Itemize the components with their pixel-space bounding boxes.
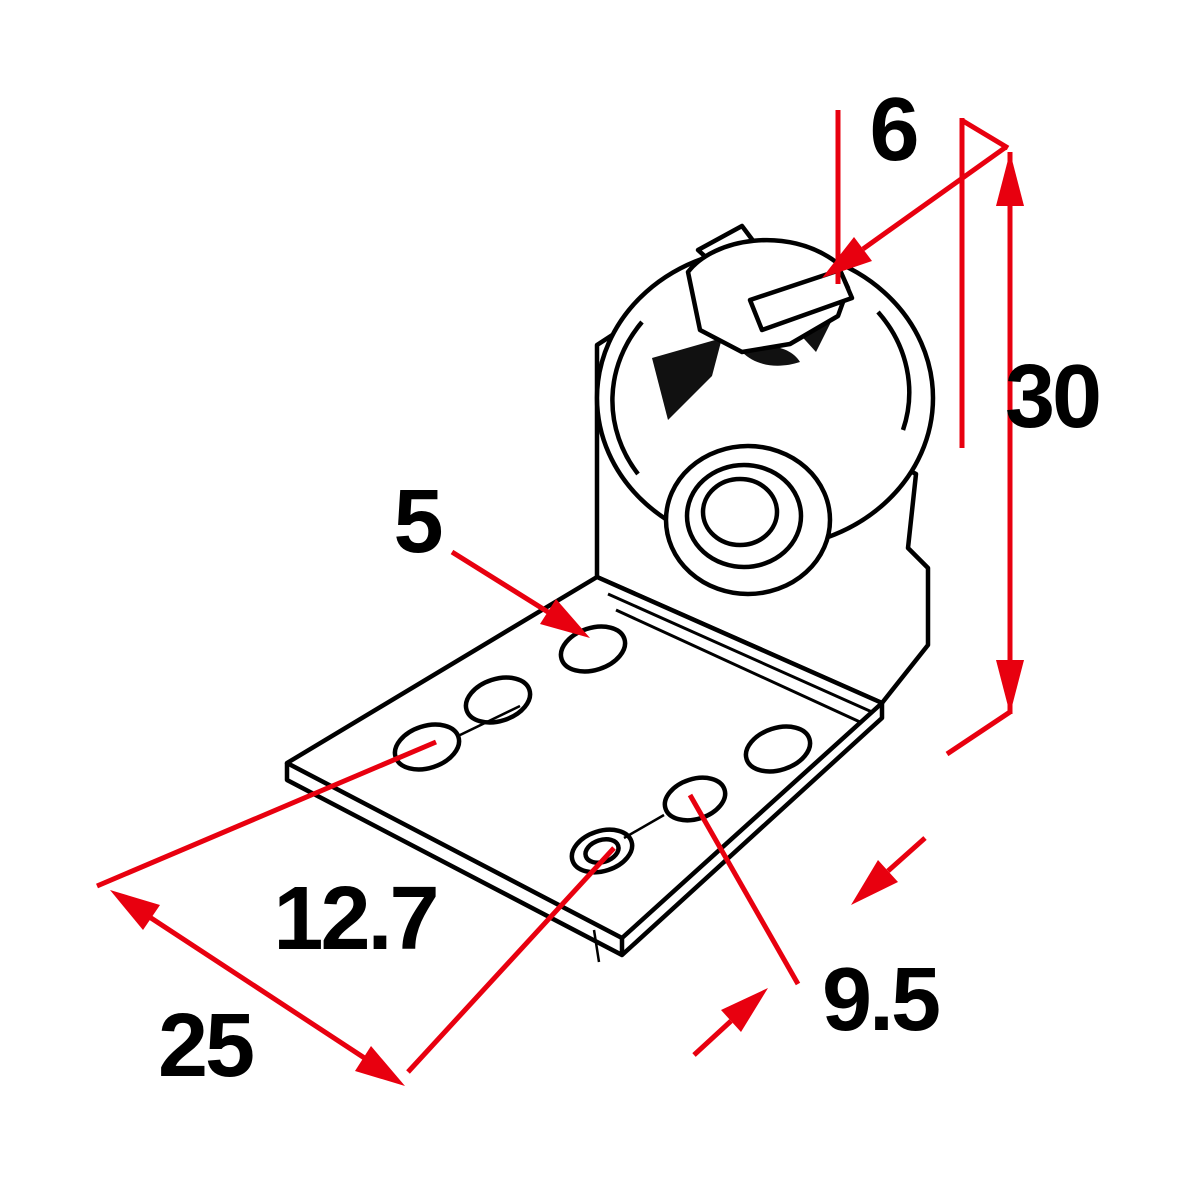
dim-label-hole-row-spacing: 12.7 (273, 869, 439, 969)
dim-label-plate-width: 25 (157, 996, 255, 1096)
dim-25-shaft (146, 913, 368, 1062)
dim-label-tab-width: 6 (869, 80, 919, 180)
dim-9-5-arrowhead-lower (721, 988, 768, 1032)
dim-30-bottom-connector (945, 709, 1012, 757)
hole-center-marks (457, 704, 665, 963)
dim-9-5-shaft-lower (692, 1019, 733, 1057)
dim-9-5-shaft-upper (886, 836, 927, 873)
dimension-lines (96, 110, 1013, 1074)
dim-12-7-line-upper (96, 739, 437, 889)
dim-9-5-arrowhead-upper (851, 860, 898, 905)
bend-lines (607, 592, 873, 724)
dim-5-leader (450, 549, 550, 615)
dimension-arrowheads (110, 152, 1024, 1086)
dim-30-top-connector (961, 118, 1010, 151)
dim-label-hole-diameter: 5 (393, 472, 443, 572)
dim-25-arrowhead-lower (355, 1046, 405, 1086)
dim-30-arrowhead-down (996, 660, 1024, 714)
dim-label-flange-height: 30 (1004, 347, 1102, 447)
dim-25-arrowhead-upper (110, 890, 160, 930)
dim-12-7-line-lower (406, 846, 616, 1074)
dim-5-arrowhead (540, 599, 590, 638)
dim-label-hole-edge-offset: 9.5 (821, 950, 941, 1050)
dim-6-arrowhead (822, 237, 872, 278)
dim-6-leader (861, 144, 1008, 252)
base-plate (284, 574, 885, 958)
dim-30-arrowhead-up (996, 152, 1024, 206)
spring-clip (685, 223, 855, 355)
dim-9-5-leader (687, 793, 801, 986)
roller-bushing (663, 443, 833, 597)
